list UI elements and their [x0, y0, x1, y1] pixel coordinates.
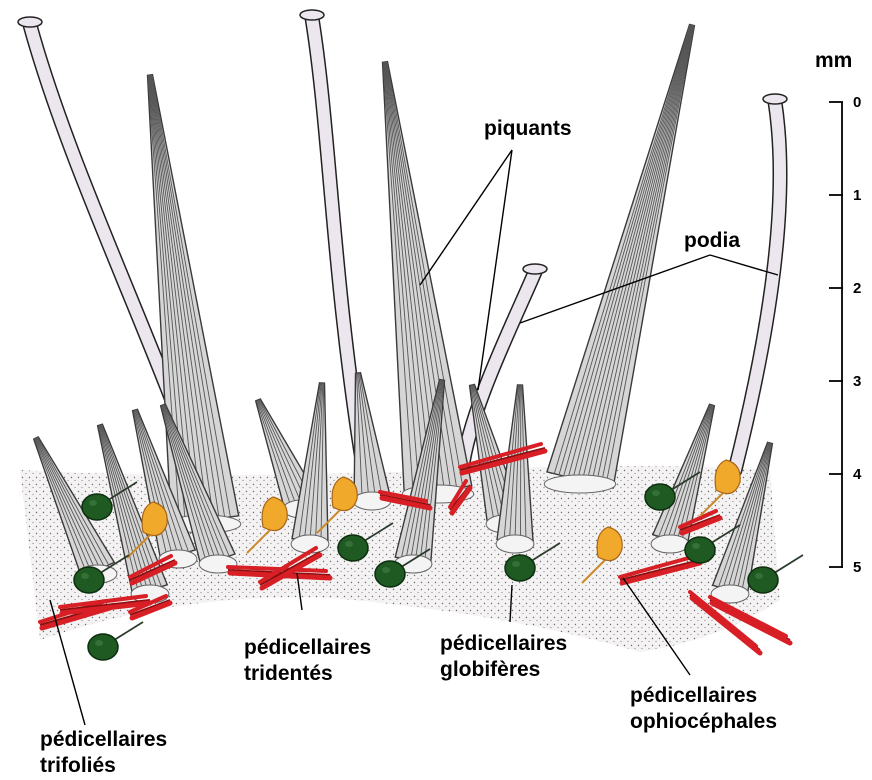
label-globiferes-line2: globifères	[440, 658, 540, 682]
scale-bar: mm 0 1 2 3 4 5	[815, 49, 862, 576]
podium-3	[462, 264, 547, 470]
label-trifolies-line1: pédicellaires	[40, 728, 167, 752]
label-tridentes-line1: pédicellaires	[244, 636, 371, 660]
scale-tick-4: 4	[829, 466, 862, 483]
scale-tick-1: 1	[829, 187, 861, 204]
scale-ticks: 0 1 2 3 4 5	[829, 94, 862, 576]
globiferous-pedicellaria-3	[88, 622, 143, 660]
scale-tick-label: 2	[853, 280, 861, 297]
label-podia: podia	[684, 229, 740, 253]
label-tridentes-line2: tridentés	[244, 662, 333, 686]
spine-3	[544, 24, 694, 493]
scale-unit: mm	[815, 49, 852, 72]
scale-tick-label: 4	[853, 466, 862, 483]
scale-tick-2: 2	[829, 280, 861, 297]
scale-tick-3: 3	[829, 373, 861, 390]
label-ophiocephales-line2: ophiocéphales	[630, 710, 777, 734]
label-ophiocephales-line1: pédicellaires	[630, 684, 757, 708]
podium-4	[735, 94, 787, 470]
scale-tick-5: 5	[829, 559, 861, 576]
label-piquants: piquants	[484, 117, 572, 141]
spine-1	[148, 75, 241, 533]
scale-tick-label: 0	[853, 94, 861, 111]
scale-tick-label: 1	[853, 187, 861, 204]
label-globiferes-line1: pédicellaires	[440, 632, 567, 656]
podium-2	[300, 10, 362, 460]
scale-tick-label: 5	[853, 559, 861, 576]
scale-tick-label: 3	[853, 373, 861, 390]
leader-piquants-left	[420, 150, 512, 285]
spine-10	[353, 373, 391, 510]
label-trifolies-line2: trifoliés	[40, 754, 116, 778]
scale-tick-0: 0	[829, 94, 861, 111]
